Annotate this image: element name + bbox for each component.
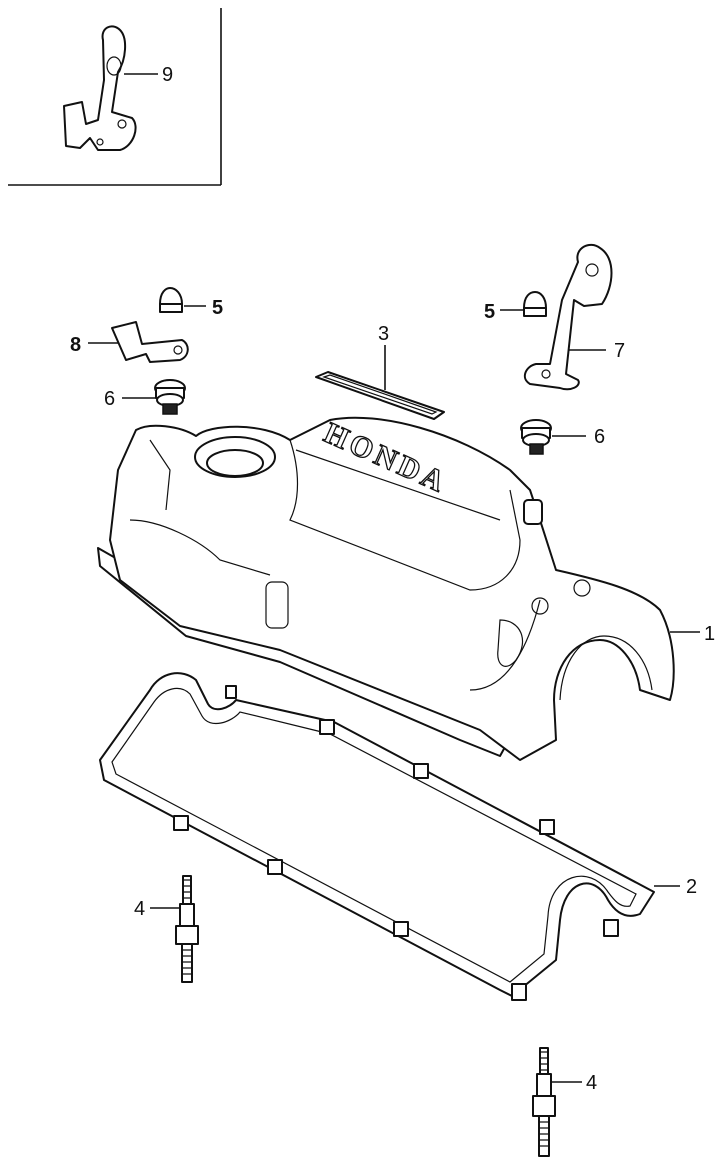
- part-3-seal: [315, 345, 445, 420]
- callout-5-right: 5: [484, 301, 495, 323]
- callout-5-left: 5: [212, 297, 223, 319]
- part-1-valve-cover: HONDA: [97, 416, 700, 761]
- part-6-grommet-right: [520, 419, 586, 455]
- callout-9: 9: [162, 64, 173, 86]
- part-4-stud-left: [150, 875, 199, 983]
- part-9-bracket: [63, 25, 158, 151]
- callout-4-left: 4: [134, 898, 145, 920]
- part-4-stud-right: [532, 1047, 582, 1157]
- inset-frame: [8, 8, 222, 186]
- part-7-bracket: [523, 243, 613, 391]
- callout-6-left: 6: [104, 388, 115, 410]
- callout-6-right: 6: [594, 426, 605, 448]
- callout-4-right: 4: [586, 1072, 597, 1094]
- part-5-cap-nut-right: [500, 291, 547, 317]
- callout-2: 2: [686, 876, 697, 898]
- callout-8: 8: [70, 334, 81, 356]
- callout-1: 1: [704, 623, 715, 645]
- part-8-bracket: [88, 321, 189, 363]
- callout-7: 7: [614, 340, 625, 362]
- part-6-grommet-left: [122, 379, 186, 415]
- part-2-gasket: [99, 672, 680, 1001]
- callout-3: 3: [378, 323, 389, 345]
- part-5-cap-nut-left: [159, 287, 206, 313]
